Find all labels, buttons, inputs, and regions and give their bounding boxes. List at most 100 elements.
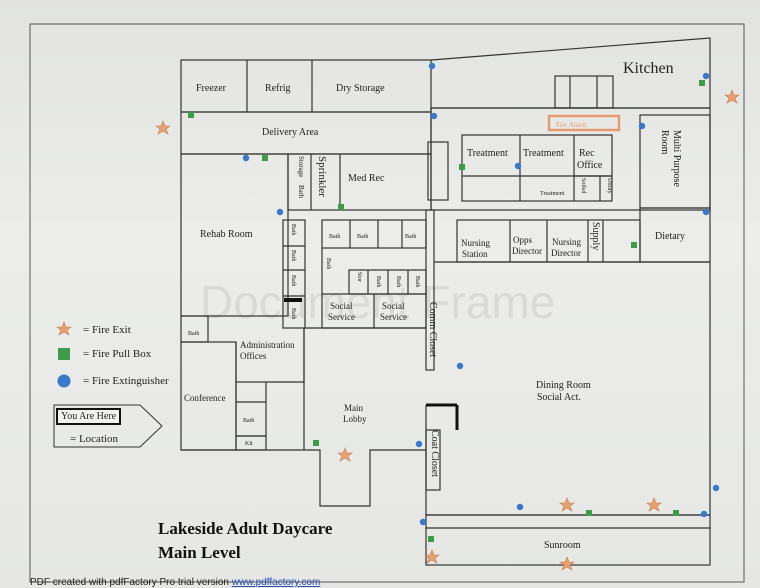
room-rec-office-2: Office xyxy=(577,160,603,171)
extinguisher xyxy=(242,154,250,162)
room-bath-a: Bath xyxy=(297,185,305,199)
pull-box xyxy=(428,536,434,542)
fire-exit-star xyxy=(724,89,740,104)
pull-box xyxy=(338,204,344,210)
room-med-rec: Med Rec xyxy=(348,173,385,184)
legend-you-are-here: You Are Here xyxy=(56,408,122,425)
extinguisher xyxy=(456,362,464,370)
room-bath-c: Bath xyxy=(357,234,369,240)
pull-box xyxy=(673,510,679,516)
legend-extinguisher-label: = Fire Extinguisher xyxy=(83,375,169,387)
room-nursing-station-1: Nursing xyxy=(461,238,490,248)
walls xyxy=(180,37,711,566)
fire-exit-star xyxy=(424,549,440,564)
room-social-service-a1: Social xyxy=(330,301,353,311)
room-bath-d: Bath xyxy=(405,234,417,240)
room-kit: Kit xyxy=(245,441,253,447)
extinguisher xyxy=(514,162,522,170)
pull-box xyxy=(631,242,637,248)
pdf-footer: PDF created with pdfFactory Pro trial ve… xyxy=(30,577,320,588)
room-dining-2: Social Act. xyxy=(537,392,581,403)
room-kitchen: Kitchen xyxy=(623,60,674,77)
room-opps-director-1: Opps xyxy=(513,235,533,245)
legend-fire-exit-star xyxy=(56,321,72,336)
extinguisher xyxy=(702,208,710,216)
fire-exit-star xyxy=(155,120,171,135)
exit-arrow xyxy=(284,298,302,302)
plan-title-line2: Main Level xyxy=(158,543,241,562)
room-bath-g: Bath xyxy=(395,276,401,288)
pull-box xyxy=(459,164,465,170)
extinguisher xyxy=(419,518,427,526)
room-bath-k: Bath xyxy=(290,275,296,287)
plan-title-line1: Lakeside Adult Daycare xyxy=(158,519,333,538)
room-bath-m: Bath xyxy=(188,331,200,337)
room-bath-l: Bath xyxy=(290,308,296,320)
pull-box xyxy=(586,510,592,516)
legend-fire-exit: = Fire Exit xyxy=(83,324,131,336)
watermark: Document Frame xyxy=(200,276,555,328)
extinguisher xyxy=(415,440,423,448)
room-bath-h: Bath xyxy=(414,276,420,288)
legend-location: = Location xyxy=(70,433,119,445)
room-coat-closet: Coat Closet xyxy=(429,430,440,477)
fire-pull-boxes xyxy=(58,80,705,542)
footer-prefix: PDF created with pdfFactory Pro trial ve… xyxy=(30,577,232,588)
legend-extinguisher xyxy=(57,374,71,388)
room-comm-closet: Comm Closet xyxy=(427,302,438,358)
room-delivery-area: Delivery Area xyxy=(262,127,319,138)
legend-pull-box xyxy=(58,348,70,360)
room-treatment-2: Treatment xyxy=(523,148,564,159)
room-admin-1: Administration xyxy=(240,340,295,350)
room-bath-b: Bath xyxy=(329,234,341,240)
room-soiled-1: Soiled xyxy=(580,178,586,194)
pull-box xyxy=(188,112,194,118)
extinguisher xyxy=(712,484,720,492)
room-refrig: Refrig xyxy=(265,83,291,94)
room-dining-1: Dining Room xyxy=(536,380,591,391)
footer-link[interactable]: www.pdffactory.com xyxy=(231,577,321,588)
room-treatment-1: Treatment xyxy=(467,148,508,159)
room-conference: Conference xyxy=(184,393,226,403)
room-sunroom: Sunroom xyxy=(544,540,581,551)
room-nursing-director-2: Director xyxy=(551,248,581,258)
extinguisher xyxy=(702,72,710,80)
extinguisher xyxy=(516,503,524,511)
extinguisher xyxy=(428,62,436,70)
room-supply: Supply xyxy=(590,222,601,251)
fire-extinguishers xyxy=(57,62,720,526)
legend-pull-box-label: = Fire Pull Box xyxy=(83,348,152,360)
pull-box xyxy=(313,440,319,446)
room-main-lobby-1: Main xyxy=(344,403,363,413)
room-opps-director-2: Director xyxy=(512,246,542,256)
room-rehab: Rehab Room xyxy=(200,229,253,240)
room-stor: Stor xyxy=(356,272,362,283)
room-bath-e: Bath xyxy=(325,258,331,270)
room-bath-f: Bath xyxy=(375,276,381,288)
room-bath-n: Bath xyxy=(243,418,255,424)
room-nursing-station-2: Station xyxy=(462,249,488,259)
room-freezer: Freezer xyxy=(196,83,226,94)
room-multi-purpose-2: Room xyxy=(659,130,670,155)
room-treatment-small: Treatment xyxy=(540,191,565,197)
fire-alarm-label: Fire Alarm xyxy=(556,121,587,129)
room-social-service-b1: Social xyxy=(382,301,405,311)
fire-exit-star xyxy=(559,556,575,571)
room-nursing-director-1: Nursing xyxy=(552,237,581,247)
room-social-service-b2: Service xyxy=(380,312,407,322)
fire-exit-star xyxy=(559,497,575,512)
extinguisher xyxy=(700,510,708,518)
room-storage: Storage xyxy=(297,156,305,178)
room-dry-storage: Dry Storage xyxy=(336,83,385,94)
extinguisher xyxy=(638,122,646,130)
room-bath-i: Bath xyxy=(290,224,296,236)
room-bath-j: Bath xyxy=(290,250,296,262)
legend-location-arrow xyxy=(53,404,163,448)
fire-exit-star xyxy=(337,447,353,462)
room-soiled-2: Utility xyxy=(606,178,612,194)
extinguisher xyxy=(276,208,284,216)
room-multi-purpose-1: Multi Purpose xyxy=(671,130,682,187)
extinguisher xyxy=(430,112,438,120)
you-are-here-marker xyxy=(547,114,621,132)
